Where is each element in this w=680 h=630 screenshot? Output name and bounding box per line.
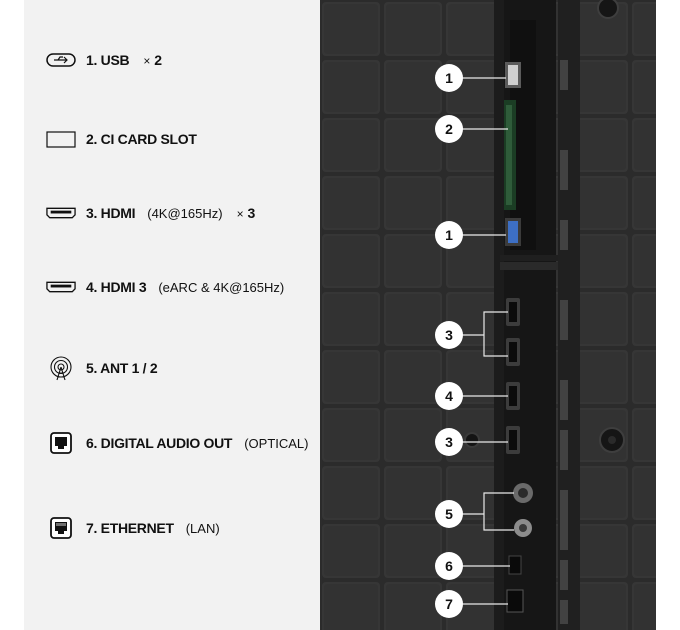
- callout-badge: [435, 64, 463, 92]
- callout-badge: [435, 500, 463, 528]
- callout-badge-number: 3: [445, 327, 453, 343]
- callout-badge: [435, 321, 463, 349]
- legend-sublabel: (LAN): [185, 520, 220, 536]
- legend-label: 3. HDMI: [86, 205, 136, 221]
- legend-sublabel: (OPTICAL): [244, 435, 309, 451]
- callout-badge-number: 4: [445, 388, 453, 404]
- legend-item-optical: 6. DIGITAL AUDIO OUT (OPTICAL): [46, 432, 309, 454]
- legend-item-ci-card: 2. CI CARD SLOT: [46, 130, 197, 148]
- tv-rear-panel-photo: 1 2 1 3 4 3 5 6 7: [320, 0, 656, 630]
- legend-sublabel: (4K@165Hz): [147, 205, 223, 221]
- legend-label: 4. HDMI 3: [86, 279, 147, 295]
- legend-item-hdmi: 3. HDMI (4K@165Hz) × 3: [46, 205, 255, 221]
- legend-label: 2. CI CARD SLOT: [86, 131, 197, 147]
- legend-multiplier: × 2: [143, 52, 163, 68]
- legend-label: 6. DIGITAL AUDIO OUT: [86, 435, 233, 451]
- callout-badge-number: 3: [445, 434, 453, 450]
- legend-label: 5. ANT 1 / 2: [86, 360, 158, 376]
- callout-badge-number: 1: [445, 70, 453, 86]
- callout-badge: [435, 221, 463, 249]
- optical-icon: [46, 432, 76, 454]
- textured-back-cover: [320, 0, 656, 630]
- callout-badge-number: 6: [445, 558, 453, 574]
- port-legend-panel: 1. USB × 2 2. CI CARD SLOT 3. HDMI (4K@1…: [24, 0, 320, 630]
- callout-badge-number: 7: [445, 596, 453, 612]
- callout-badges: 1 2 1 3 4 3 5 6 7: [435, 64, 463, 618]
- callout-badge-number: 2: [445, 121, 453, 137]
- hdmi-icon: [46, 281, 76, 293]
- ethernet-icon: [46, 517, 76, 539]
- callout-badge: [435, 428, 463, 456]
- callout-badge: [435, 115, 463, 143]
- legend-item-usb: 1. USB × 2: [46, 52, 162, 68]
- antenna-icon: [46, 355, 76, 381]
- usb-icon: [46, 53, 76, 67]
- legend-label: 1. USB: [86, 52, 130, 68]
- ci-card-icon: [46, 130, 76, 148]
- legend-item-hdmi3: 4. HDMI 3 (eARC & 4K@165Hz): [46, 279, 284, 295]
- callout-badge: [435, 382, 463, 410]
- ethernet-port: [506, 589, 524, 613]
- legend-item-ethernet: 7. ETHERNET (LAN): [46, 517, 220, 539]
- callout-lines: [462, 77, 514, 605]
- callout-badge: [435, 590, 463, 618]
- legend-sublabel: (eARC & 4K@165Hz): [158, 279, 285, 295]
- legend-item-antenna: 5. ANT 1 / 2: [46, 355, 158, 381]
- callout-badge-number: 1: [445, 227, 453, 243]
- hdmi-icon: [46, 207, 76, 219]
- callout-badge: [435, 552, 463, 580]
- callout-badge-number: 5: [445, 506, 453, 522]
- legend-multiplier: × 3: [236, 205, 256, 221]
- legend-label: 7. ETHERNET: [86, 520, 174, 536]
- optical-port: [508, 555, 522, 575]
